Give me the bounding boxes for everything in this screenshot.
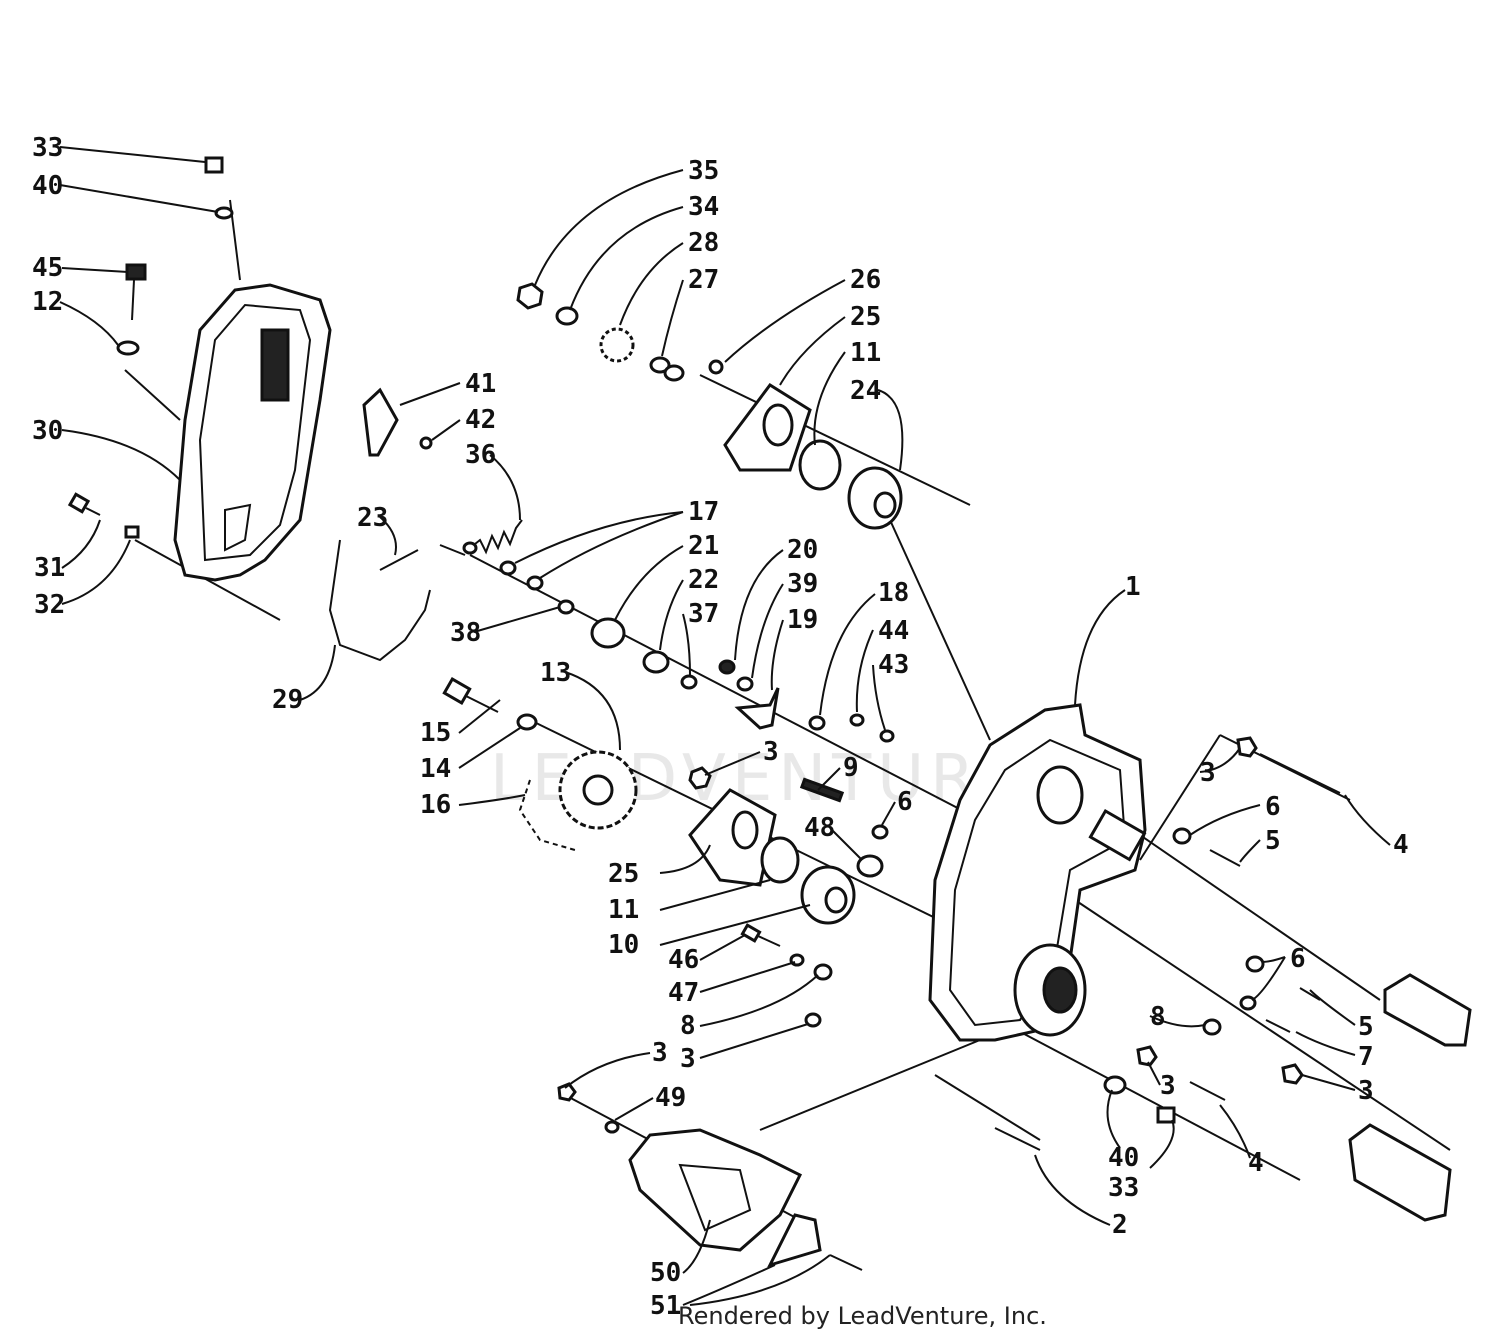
callout-34: 34 [688,192,719,222]
callout-4-lower: 4 [1248,1148,1264,1178]
callout-28: 28 [688,228,719,258]
callout-12: 12 [32,287,63,317]
callout-40: 40 [32,171,63,201]
callout-3-right: 3 [1358,1076,1374,1106]
callout-13: 13 [540,658,571,688]
callout-11-upper: 11 [850,338,881,368]
chaincase-housing-part [928,703,1147,1042]
callout-1: 1 [1125,572,1141,602]
callout-30: 30 [32,416,63,446]
upper-bearing-assembly-part [708,359,903,530]
callout-46: 46 [668,945,699,975]
callout-35: 35 [688,156,719,186]
callout-25-lower: 25 [608,859,639,889]
callout-16: 16 [420,790,451,820]
mount-bracket-part [557,1082,863,1271]
right-hardware-part [994,736,1341,1151]
callout-27: 27 [688,265,719,295]
callout-19: 19 [787,605,818,635]
callout-3-top-right: 3 [1200,758,1216,788]
callout-18: 18 [878,578,909,608]
callout-37: 37 [688,599,719,629]
tensioner-spring-part [379,519,523,571]
callout-48: 48 [804,813,835,843]
callout-41: 41 [465,369,496,399]
tensioner-cable-part [328,539,431,662]
callout-20: 20 [787,535,818,565]
callout-23: 23 [357,503,388,533]
callout-labels: 33 40 45 12 30 31 32 29 41 42 36 23 35 3… [32,133,1409,1321]
callout-50: 50 [650,1258,681,1288]
callout-3-lower: 3 [680,1044,696,1074]
callout-4-top-right: 4 [1393,830,1409,860]
chaincase-cover-part [173,283,332,582]
callout-44: 44 [878,616,909,646]
callout-leader-lines [59,146,1391,1306]
callout-25-upper: 25 [850,302,881,332]
output-shaft-part [1348,973,1472,1222]
callout-6-right-lower: 6 [1290,944,1306,974]
callout-8-left: 8 [680,1011,696,1041]
callout-6-top-right: 6 [1265,792,1281,822]
access-plate-part [362,387,433,457]
callout-29: 29 [272,685,303,715]
callout-32: 32 [34,590,65,620]
callout-21: 21 [688,531,719,561]
lower-fastener-part [740,923,833,1028]
callout-24: 24 [850,376,881,406]
callout-14: 14 [420,754,451,784]
fill-plug-part [204,156,234,220]
callout-31: 31 [34,553,65,583]
callout-38: 38 [450,618,481,648]
callout-15: 15 [420,718,451,748]
callout-26: 26 [850,265,881,295]
callout-10: 10 [608,930,639,960]
upper-sprocket-stack-part [516,282,685,382]
callout-8-right: 8 [1150,1002,1166,1032]
callout-36: 36 [465,440,496,470]
callout-2: 2 [1112,1210,1128,1240]
callout-42: 42 [465,405,496,435]
callout-3-adjuster: 3 [763,737,779,767]
render-credit: Rendered by LeadVenture, Inc. [678,1302,1047,1330]
callout-47: 47 [668,978,699,1008]
callout-33: 33 [32,133,63,163]
callout-11-lower: 11 [608,895,639,925]
callout-9: 9 [843,753,859,783]
callout-3-bracket: 3 [652,1038,668,1068]
callout-22: 22 [688,565,719,595]
cover-bolt-part [67,492,140,539]
lower-bearing-assembly-part [688,788,856,925]
callout-33-lower: 33 [1108,1173,1139,1203]
dipstick-part [116,263,147,356]
callout-5-top-right: 5 [1265,826,1281,856]
callout-3-right-lower: 3 [1160,1071,1176,1101]
callout-43: 43 [878,650,909,680]
tensioner-hardware-part [499,560,895,743]
callout-6-adjuster: 6 [897,787,913,817]
callout-39: 39 [787,569,818,599]
callout-7: 7 [1358,1042,1374,1072]
callout-5-lower: 5 [1358,1012,1374,1042]
lower-sprocket-assembly-part [442,677,638,851]
callout-49: 49 [655,1083,686,1113]
callout-17: 17 [688,497,719,527]
adjuster-hardware-part [688,766,889,878]
callout-40-lower: 40 [1108,1143,1139,1173]
callout-45: 45 [32,253,63,283]
callout-51: 51 [650,1291,681,1321]
